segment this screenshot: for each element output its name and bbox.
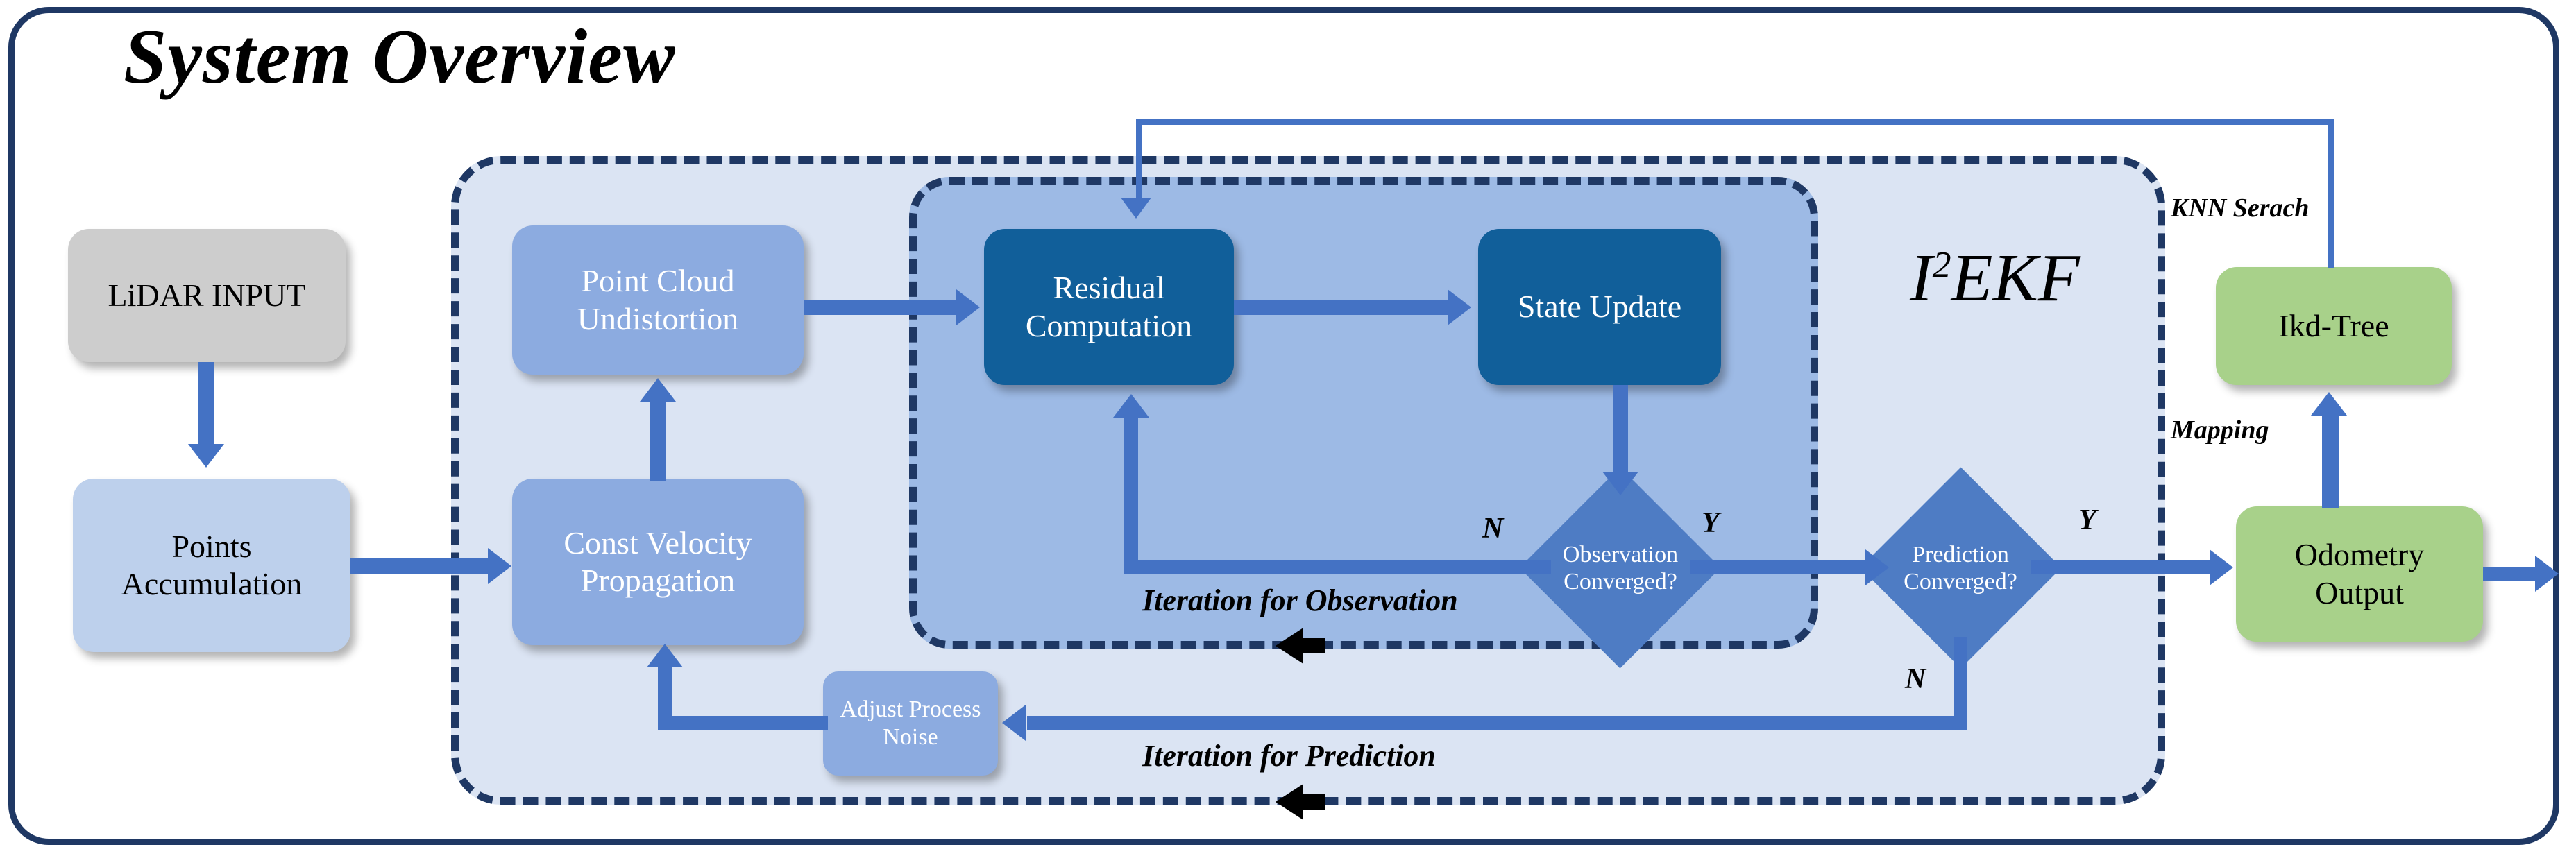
edge-points-to-const-velocity-arrowhead [488,548,511,584]
edge-observation-n-horizontal [1124,560,1551,574]
edge-prediction-n-arrowhead [1002,705,1026,741]
iteration-observation-arrowhead [1276,628,1303,664]
node-ikd-tree[interactable]: Ikd-Tree [2216,267,2452,385]
label-observation-n: N [1482,513,1504,545]
node-adjust-process-noise[interactable]: Adjust Process Noise [823,671,998,776]
ekf-label-tail: EKF [1951,241,2080,316]
edge-noise-to-const-velocity-vertical [658,666,672,728]
iteration-observation-arrow-tail [1302,638,1325,653]
edge-const-velocity-to-undistortion [650,401,666,481]
node-points-accumulation-label-line1: Points [171,528,252,564]
edge-knn-horizontal [1136,119,2334,125]
node-const-velocity-propagation-label-line2: Propagation [580,563,736,598]
node-point-cloud-undistortion-label-line1: Point Cloud [581,263,735,299]
edge-undistortion-to-residual-arrowhead [956,289,980,325]
edge-odometry-to-ikd-tree-arrowhead [2311,392,2347,416]
node-points-accumulation[interactable]: Points Accumulation [73,479,350,652]
node-odometry-output-label-line1: Odometry [2294,537,2425,573]
node-adjust-process-noise-label-line2: Noise [883,724,938,750]
node-adjust-process-noise-label-line1: Adjust Process [840,696,981,722]
edge-prediction-n-vertical [1954,637,1967,729]
node-ikd-tree-label: Ikd-Tree [2278,307,2389,343]
edge-state-update-to-observation-arrowhead [1602,472,1638,495]
node-point-cloud-undistortion-label-line2: Undistortion [577,300,739,336]
edge-noise-to-const-velocity-horizontal [658,716,828,730]
node-const-velocity-propagation-label-line1: Const Velocity [564,524,752,560]
edge-points-to-const-velocity [350,558,489,574]
edge-knn-vertical-left [1136,119,1142,201]
edge-prediction-y-to-odometry-arrowhead [2210,549,2233,585]
node-residual-computation-label-line1: Residual [1053,270,1165,306]
label-iteration-for-observation: Iteration for Observation [1142,583,1458,617]
outer-frame-border [8,7,2559,845]
edge-state-update-to-observation [1613,385,1628,474]
page-title: System Overview [124,14,676,100]
edge-prediction-y-to-odometry [2031,560,2211,574]
label-prediction-n: N [1905,663,1926,695]
edge-prediction-n-horizontal [1027,716,1967,730]
edge-knn-arrowhead [1121,198,1151,219]
ekf-label: I2EKF [1910,239,2080,317]
label-mapping: Mapping [2171,416,2269,445]
edge-observation-y-to-prediction [1690,560,1867,574]
node-const-velocity-propagation[interactable]: Const Velocity Propagation [512,479,804,645]
node-residual-computation[interactable]: Residual Computation [984,229,1234,385]
edge-lidar-to-points-arrowhead [188,444,224,468]
edge-undistortion-to-residual [804,300,958,315]
edge-knn-vertical-right [2328,119,2334,268]
edge-const-velocity-to-undistortion-arrowhead [640,378,676,402]
node-lidar-input[interactable]: LiDAR INPUT [68,229,346,362]
label-knn-search: KNN Serach [2171,194,2310,223]
ekf-label-superscript: 2 [1932,243,1951,286]
node-odometry-output[interactable]: Odometry Output [2236,506,2483,642]
iteration-prediction-arrowhead [1276,784,1303,820]
node-points-accumulation-label-line2: Accumulation [121,566,303,601]
iteration-prediction-arrow-tail [1302,794,1325,810]
edge-noise-to-const-velocity-arrowhead [647,644,683,667]
ekf-label-main: I [1910,241,1933,316]
edge-odometry-to-ikd-tree [2322,416,2339,508]
edge-residual-to-state-update-arrowhead [1448,289,1471,325]
edge-odometry-output-exit-arrowhead [2535,556,2559,592]
edge-observation-n-arrowhead [1113,394,1149,418]
label-prediction-y: Y [2078,504,2096,536]
edge-lidar-to-points [198,362,214,445]
edge-observation-n-vertical [1124,416,1138,562]
node-state-update[interactable]: State Update [1478,229,1721,385]
edge-odometry-output-exit [2483,567,2537,581]
node-odometry-output-label-line2: Output [2315,574,2404,610]
edge-observation-y-to-prediction-arrowhead [1865,549,1889,585]
edge-residual-to-state-update [1234,300,1449,315]
label-iteration-for-prediction: Iteration for Prediction [1142,739,1436,773]
node-state-update-label: State Update [1517,289,1682,325]
node-point-cloud-undistortion[interactable]: Point Cloud Undistortion [512,225,804,375]
node-residual-computation-label-line2: Computation [1025,307,1193,343]
node-lidar-input-label: LiDAR INPUT [108,277,306,313]
label-observation-y: Y [1702,507,1720,539]
